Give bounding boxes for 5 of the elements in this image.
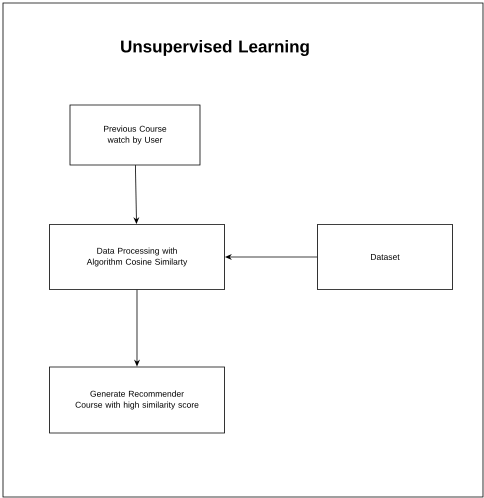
- title: Unsupervised Learning: [121, 40, 309, 56]
- process-box: Dataset: [317, 224, 453, 290]
- process-box: Previous Course watch by User: [70, 104, 200, 166]
- process-box: Generate Recommender Course with high similarity score: [49, 366, 225, 434]
- process-box: Data Processing with Algorithm Cosine Similarty: [49, 224, 225, 290]
